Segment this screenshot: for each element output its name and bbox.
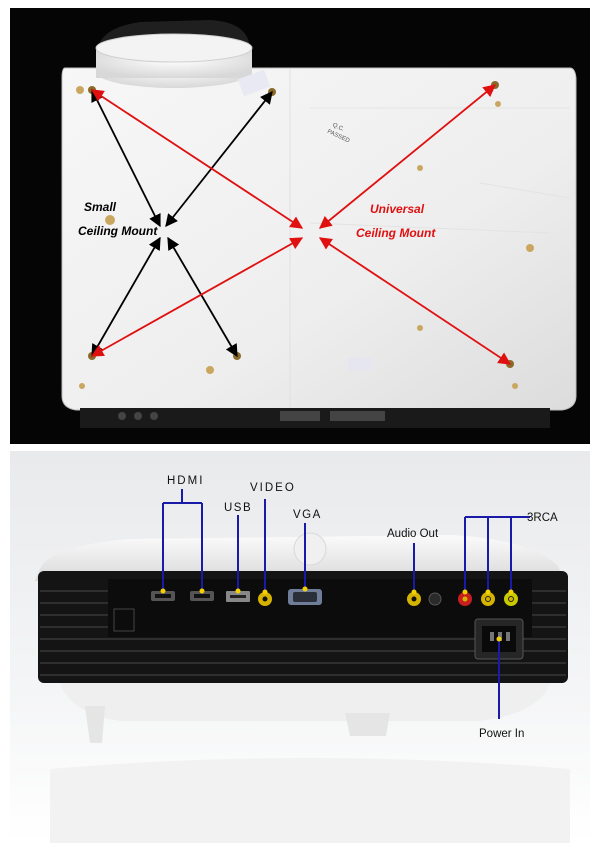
small-mount-label-line1: Small bbox=[84, 200, 117, 214]
universal-mount-label-line2: Ceiling Mount bbox=[356, 226, 436, 240]
lens-cap bbox=[293, 532, 327, 566]
port-video bbox=[258, 592, 272, 606]
universal-mount-arrows bbox=[90, 84, 512, 365]
port-audio-out bbox=[407, 592, 421, 606]
ir-window bbox=[113, 608, 135, 632]
callout-dots bbox=[160, 586, 514, 642]
projector-base bbox=[60, 683, 550, 721]
audio-out-label: Audio Out bbox=[387, 528, 439, 540]
reflection bbox=[50, 758, 570, 843]
usb-label: USB bbox=[224, 502, 252, 514]
port-usb bbox=[226, 591, 250, 602]
label-sticker bbox=[348, 358, 372, 370]
power-in-label: Power In bbox=[479, 728, 524, 740]
port-rca-white bbox=[481, 592, 495, 606]
port-rca-yellow bbox=[504, 592, 518, 606]
small-mount-label-line2: Ceiling Mount bbox=[78, 224, 158, 238]
port-hdmi-1 bbox=[151, 591, 175, 601]
front-foot bbox=[85, 706, 105, 743]
port-hdmi-2 bbox=[190, 591, 214, 601]
universal-mount-label-line1: Universal bbox=[370, 202, 425, 216]
rear-ports-illustration: HDMI USB VIDEO VGA Audio Out 3RCA Power … bbox=[35, 475, 570, 843]
ceiling-mount-illustration: Q.C. PASSED Small Ceiling Mount Universa… bbox=[61, 20, 577, 428]
hdmi-label: HDMI bbox=[167, 475, 204, 487]
port-vga bbox=[288, 589, 322, 605]
video-label: VIDEO bbox=[250, 482, 296, 494]
port-svideo bbox=[428, 592, 442, 606]
port-rca-red bbox=[458, 592, 472, 606]
rear-ports-photo: HDMI USB VIDEO VGA Audio Out 3RCA Power … bbox=[10, 451, 590, 843]
rca-label: 3RCA bbox=[527, 512, 558, 524]
rear-foot bbox=[345, 713, 390, 736]
callout-lines bbox=[162, 489, 530, 719]
ceiling-mount-photo: Q.C. PASSED Small Ceiling Mount Universa… bbox=[10, 8, 590, 444]
vga-label: VGA bbox=[293, 509, 322, 521]
